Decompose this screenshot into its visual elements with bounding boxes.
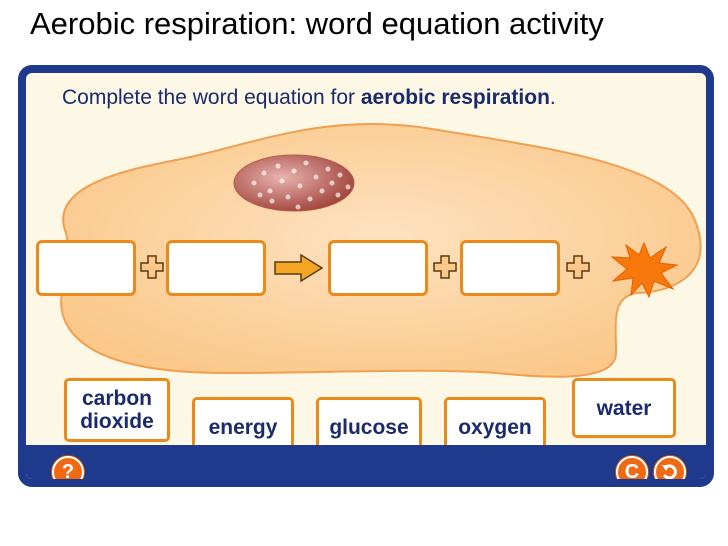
word-tile-line: glucose [329,415,409,439]
energy-burst-icon [610,241,679,299]
equation-slot-product-1[interactable] [328,240,428,296]
nucleus-spots [251,160,351,210]
equation-slot-reactant-2[interactable] [166,240,266,296]
word-tile-line: oxygen [458,415,532,439]
plus-icon [433,255,457,279]
instruction-text: Complete the word equation for aerobic r… [62,86,556,110]
nucleus [233,154,355,212]
plus-icon [566,255,590,279]
slide-title: Aerobic respiration: word equation activ… [30,6,604,41]
arrow-icon [274,253,324,283]
word-tile-line: water [596,396,652,420]
word-tile-line: energy [208,415,278,439]
instruction-prefix: Complete the word equation for [62,86,361,109]
undo-button[interactable] [654,456,686,479]
activity-panel: Complete the word equation for aerobic r… [18,65,714,487]
equation-slot-reactant-1[interactable] [36,240,136,296]
instruction-bold: aerobic respiration [360,86,550,109]
word-tile-water[interactable]: water [572,378,676,438]
reset-icon: C [624,460,640,483]
word-tile-line: dioxide [80,410,154,433]
instruction-suffix: . [549,86,556,109]
bottom-bar [26,445,706,479]
word-tile-line: carbon [81,387,152,410]
reset-button[interactable]: C [616,456,648,483]
equation-slot-product-2[interactable] [460,240,560,296]
help-icon: ? [61,460,75,483]
plus-icon [140,255,164,279]
help-button[interactable]: ? [52,456,84,483]
undo-arrow-icon [662,464,677,479]
